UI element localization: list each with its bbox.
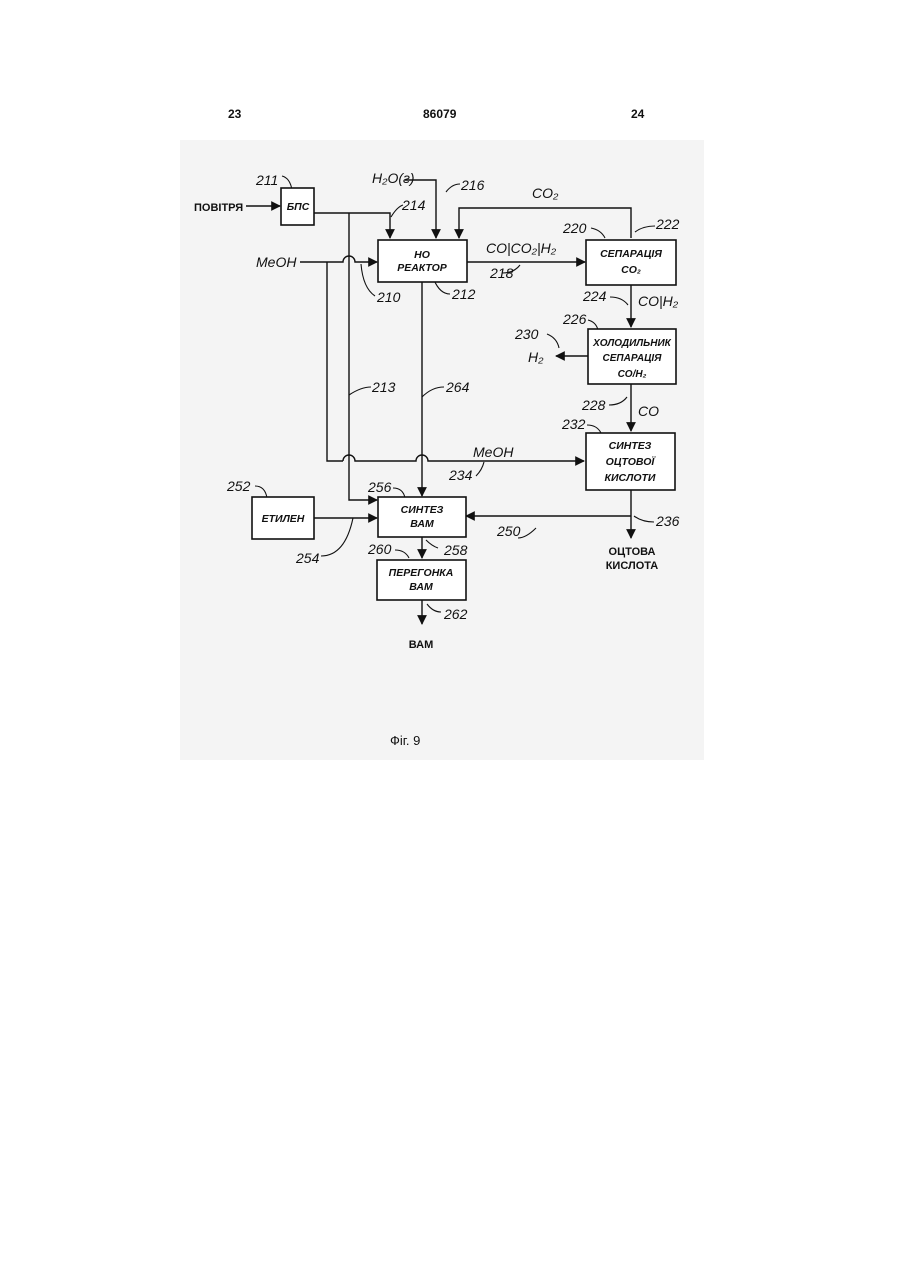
separation-label-1: СЕПАРАЦІЯ (600, 248, 662, 260)
ref-222: 222 (655, 216, 680, 232)
ref-256: 256 (367, 479, 392, 495)
acetic-acid-out-label-1: ОЦТОВА (609, 546, 656, 558)
ref-210: 210 (376, 289, 401, 305)
co-label: CO (638, 403, 659, 419)
ref-236: 236 (655, 513, 680, 529)
ref-232: 232 (561, 416, 586, 432)
vam-synth-label-2: ВАМ (410, 518, 434, 530)
distill-label-1: ПЕРЕГОНКА (389, 567, 454, 579)
h2-label: H₂ (528, 349, 544, 365)
meoh-mid-label: MeOH (473, 444, 514, 460)
cooler-label-1: ХОЛОДИЛЬНИК (592, 338, 671, 349)
vam-synth-label-1: СИНТЕЗ (401, 504, 444, 516)
syngas-label: CO|CO₂|H₂ (486, 240, 557, 256)
acetic-synth-label-1: СИНТЕЗ (609, 440, 652, 452)
ref-214: 214 (401, 197, 426, 213)
acetic-synth-label-3: КИСЛОТИ (605, 472, 656, 484)
ref-234: 234 (448, 467, 473, 483)
cooler-label-2: СЕПАРАЦІЯ (603, 353, 663, 364)
ref-226: 226 (562, 311, 587, 327)
co2-recycle-label: CO₂ (532, 185, 559, 201)
ref-212: 212 (451, 286, 476, 302)
ref-254: 254 (295, 550, 320, 566)
vam-out-label: ВАМ (409, 639, 434, 651)
ref-213: 213 (371, 379, 396, 395)
ref-252: 252 (226, 478, 251, 494)
ho-reactor-box (378, 240, 467, 282)
ref-211: 211 (255, 172, 278, 188)
meoh-input-label: MeOH (256, 254, 297, 270)
ref-258: 258 (443, 542, 468, 558)
water-label: H₂O(г) (372, 170, 415, 186)
ref-262: 262 (443, 606, 468, 622)
ethylene-label: ЕТИЛЕН (262, 513, 305, 525)
separation-label-2: CO₂ (621, 264, 641, 276)
ref-228: 228 (581, 397, 606, 413)
ref-264: 264 (445, 379, 470, 395)
air-label: ПОВІТРЯ (194, 202, 243, 214)
vam-synthesis-box (378, 497, 466, 537)
ho-reactor-label-1: НО (414, 249, 430, 261)
figure-caption: Фіг. 9 (390, 733, 420, 748)
ho-reactor-label-2: РЕАКТОР (397, 262, 448, 274)
bps-label: БПС (287, 201, 310, 213)
distill-label-2: ВАМ (409, 581, 433, 593)
ref-218: 218 (489, 265, 514, 281)
ref-230: 230 (514, 326, 539, 342)
ref-260: 260 (367, 541, 392, 557)
acetic-synth-label-2: ОЦТОВОЇ (606, 455, 657, 468)
ref-250: 250 (496, 523, 521, 539)
ref-216: 216 (460, 177, 485, 193)
co-h2-label: CO|H₂ (638, 293, 679, 309)
cooler-label-3: CO/H₂ (618, 369, 647, 380)
ref-220: 220 (562, 220, 587, 236)
ref-224: 224 (582, 288, 607, 304)
co2-separation-box (586, 240, 676, 285)
vam-distillation-box (377, 560, 466, 600)
acetic-acid-out-label-2: КИСЛОТА (606, 560, 659, 572)
